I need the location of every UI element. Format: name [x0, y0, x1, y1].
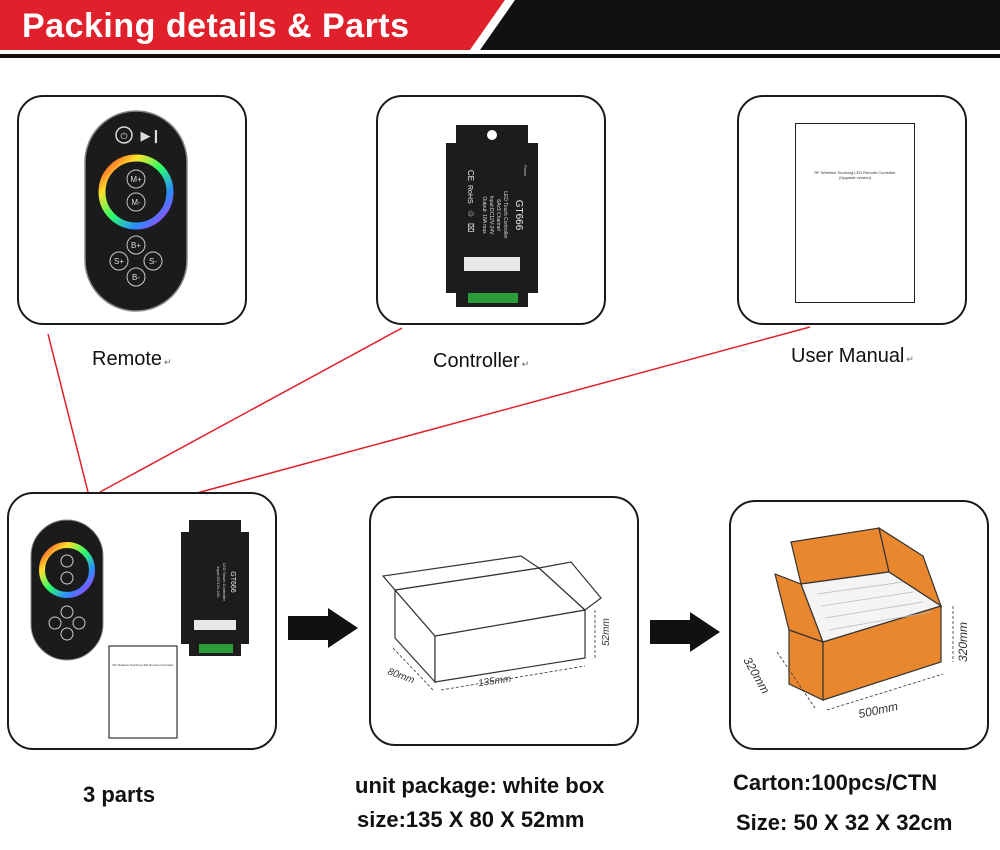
svg-text:▶❙: ▶❙	[141, 128, 162, 144]
carton-illustration: 320mm 500mm 320mm	[740, 526, 970, 721]
svg-text:RoHS: RoHS	[466, 185, 473, 204]
remote-label: Remote↵	[92, 348, 172, 370]
carton-caption-line2: Size: 50 X 32 X 32cm	[736, 810, 953, 835]
unit-box-illustration: 80mm 135mm 52mm	[381, 555, 612, 691]
svg-text:LED Touch Controller: LED Touch Controller	[502, 191, 508, 239]
carton-dim-height: 320mm	[956, 622, 970, 662]
remote-btn-sminus: S-	[149, 257, 157, 266]
controller-illustration: GT666 LED Touch Controller 6Ax3 Channel …	[446, 125, 538, 307]
manual-booklet: RF Wireless Touching LED Remote Controll…	[795, 123, 915, 303]
page-title: Packing details & Parts	[22, 7, 410, 45]
parts-caption: 3 parts	[83, 782, 156, 807]
carton-dim-length: 500mm	[857, 699, 899, 721]
svg-text:GT666: GT666	[229, 571, 236, 593]
arrow-right-icon	[650, 612, 720, 652]
controller-model: GT666	[513, 200, 524, 231]
remote-btn-mplus: M+	[130, 175, 142, 184]
carton-caption-line1: Carton:100pcs/CTN	[733, 770, 938, 795]
manual-label: User Manual↵	[791, 345, 914, 367]
svg-text:Input:DC12V-24V: Input:DC12V-24V	[216, 566, 221, 597]
svg-text:6Ax3 Channel: 6Ax3 Channel	[495, 199, 501, 230]
unit-caption-line1: unit package: white box	[355, 773, 605, 798]
unit-caption-line2: size:135 X 80 X 52mm	[357, 807, 585, 832]
remote-panel: ⏻ ▶❙ M+ M- B+ S+ S- B-	[17, 95, 247, 325]
connector-remote	[47, 333, 89, 493]
remote-illustration: ⏻ ▶❙ M+ M- B+ S+ S- B-	[84, 110, 188, 312]
remote-btn-bminus: B-	[132, 273, 140, 282]
remote-btn-bplus: B+	[131, 241, 141, 250]
remote-btn-splus: S+	[114, 257, 124, 266]
manual-subtitle: (Upgrade version)	[838, 175, 871, 180]
svg-text:⏻: ⏻	[120, 131, 127, 141]
controller-panel: GT666 LED Touch Controller 6Ax3 Channel …	[376, 95, 606, 325]
carton-dim-width: 320mm	[740, 655, 772, 697]
manual-title: RF Wireless Touching LED Remote Controll…	[814, 170, 896, 175]
carton-panel: 320mm 500mm 320mm	[729, 500, 989, 750]
header-graphic	[0, 0, 1000, 58]
parts-panel: GT666 LED Touch Controller Input:DC12V-2…	[7, 492, 277, 750]
svg-text:LED Touch Controller: LED Touch Controller	[222, 563, 227, 602]
svg-text:⌧: ⌧	[466, 223, 475, 232]
parts-illustration: GT666 LED Touch Controller Input:DC12V-2…	[30, 519, 249, 739]
svg-text:♲: ♲	[466, 210, 475, 217]
arrow-right-icon	[288, 608, 358, 648]
remote-btn-mminus: M-	[131, 198, 141, 207]
manual-panel: RF Wireless Touching LED Remote Controll…	[737, 95, 967, 325]
unit-dim-height: 52mm	[601, 618, 612, 646]
svg-text:CE: CE	[466, 170, 475, 181]
connector-controller	[99, 327, 403, 493]
header-bar: Packing details & Parts	[0, 0, 1000, 62]
unit-dim-width: 80mm	[386, 666, 416, 686]
svg-text:Power: Power	[523, 165, 528, 177]
connector-manual	[196, 326, 811, 494]
svg-text:RF Wireless Touching LED Remot: RF Wireless Touching LED Remote Controll…	[113, 663, 174, 667]
unit-package-panel: 80mm 135mm 52mm	[369, 496, 639, 746]
controller-label: Controller↵	[433, 350, 530, 372]
svg-text:Input:DC12V-24V: Input:DC12V-24V	[488, 196, 494, 236]
unit-dim-length: 135mm	[477, 674, 512, 690]
svg-text:Output: 18A max: Output: 18A max	[481, 196, 487, 234]
